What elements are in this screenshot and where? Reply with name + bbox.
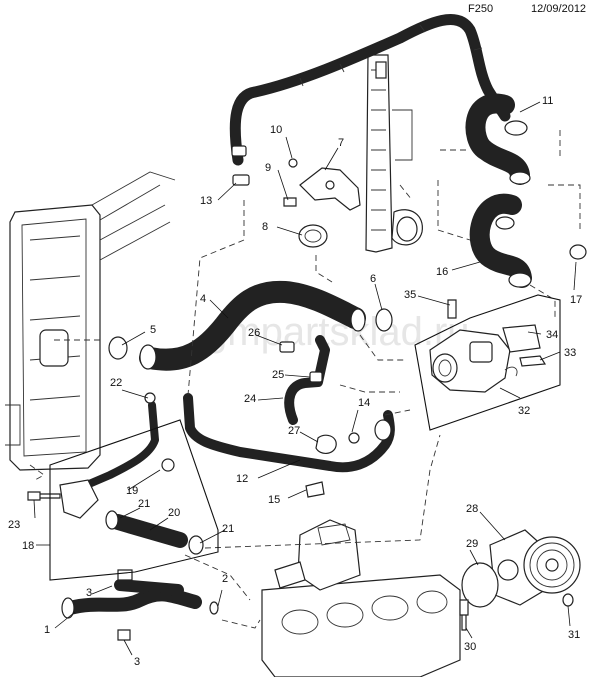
- callout-label: 29: [466, 538, 478, 550]
- connection-lines: [29, 130, 581, 629]
- group-box-18: [49, 419, 219, 581]
- callout-label: 33: [564, 347, 576, 359]
- engine-block-illustration: [261, 519, 461, 677]
- callout-label: 7: [338, 137, 344, 149]
- hose-20-illustration: [105, 510, 204, 555]
- callout-label: 1: [44, 624, 50, 636]
- small-hoses-illustration: [279, 335, 360, 454]
- callout-label: 9: [265, 162, 271, 174]
- callout-label: 22: [110, 377, 122, 389]
- radiator-tank-illustration: [365, 54, 423, 253]
- bolt-23-illustration: [27, 491, 61, 501]
- callout-label: 34: [546, 329, 558, 341]
- clamp-8-illustration: [298, 224, 328, 248]
- callout-label: 17: [570, 294, 582, 306]
- callout-label: 23: [8, 519, 20, 531]
- callout-label: 21: [222, 523, 234, 535]
- pipe-1-illustration: [61, 569, 219, 641]
- pipe-12-illustration: [183, 393, 395, 473]
- water-pump-illustration: [489, 529, 581, 606]
- upper-radiator-hose: [229, 14, 511, 186]
- clamp-15-illustration: [305, 481, 325, 498]
- callout-label: 24: [244, 393, 256, 405]
- callout-label: 11: [542, 95, 553, 107]
- callout-label: 12: [236, 473, 248, 485]
- callout-label: 4: [200, 293, 206, 305]
- callout-label: 19: [126, 485, 138, 497]
- callout-label: 6: [370, 273, 376, 285]
- callout-label: 28: [466, 503, 478, 515]
- leader-lines: [33, 101, 577, 656]
- callout-label: 26: [248, 327, 260, 339]
- callout-label: 27: [288, 425, 300, 437]
- clamp-5-illustration: [108, 336, 128, 360]
- callout-label: 13: [200, 195, 212, 207]
- callout-label: 20: [168, 507, 180, 519]
- callout-labels: 1 2 3 3 4 5 6 7 8 9 10 11 12 13 14 15 16…: [8, 95, 582, 668]
- callout-label: 32: [518, 405, 530, 417]
- washer-31-illustration: [562, 593, 574, 607]
- callout-label: 10: [270, 124, 282, 136]
- hose-4-illustration: [139, 280, 366, 371]
- callout-label: 31: [568, 629, 580, 641]
- callout-label: 30: [464, 641, 476, 653]
- callout-label: 2: [222, 573, 228, 585]
- callout-label: 18: [22, 540, 34, 552]
- callout-label: 16: [436, 266, 448, 278]
- hose-16-illustration: [469, 193, 532, 288]
- hose-11-illustration: [465, 93, 531, 185]
- callout-label: 35: [404, 289, 416, 301]
- thermostat-housing-illustration: [429, 299, 547, 393]
- bracket-7-illustration: [283, 158, 361, 211]
- clamp-17-illustration: [569, 244, 587, 260]
- figure-date: 12/09/2012: [531, 3, 587, 15]
- callout-label: 3: [134, 656, 140, 668]
- gasket-29-illustration: [461, 562, 499, 608]
- group-box-32: [414, 294, 561, 431]
- callout-label: 25: [272, 369, 284, 381]
- callout-label: 8: [262, 221, 268, 233]
- radiator-illustration: [5, 171, 176, 471]
- callout-label: 21: [138, 498, 150, 510]
- pipe-18-illustration: [59, 392, 175, 519]
- callout-label: 3: [86, 587, 92, 599]
- callout-label: 15: [268, 494, 280, 506]
- callout-label: 5: [150, 324, 156, 336]
- bolt-30-illustration: [459, 599, 469, 631]
- figure-code: F250: [468, 3, 494, 15]
- callout-label: 14: [358, 397, 370, 409]
- clamp-6-illustration: [375, 308, 393, 332]
